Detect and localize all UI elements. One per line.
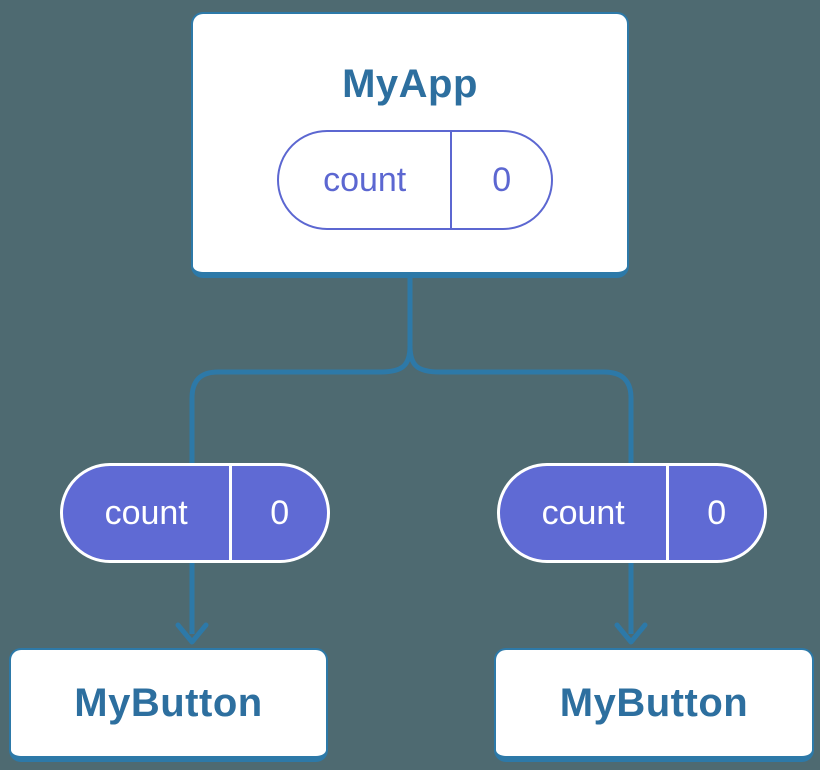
node-mybutton-left: MyButton <box>9 648 328 762</box>
prop-pill-right: count 0 <box>497 463 767 563</box>
arrowhead-left-icon <box>175 622 209 645</box>
prop-pill-right-key: count <box>500 466 670 560</box>
prop-pill-right-value: 0 <box>707 493 727 532</box>
node-mybutton-left-title: MyButton <box>74 680 263 725</box>
prop-pill-left-key: count <box>63 466 233 560</box>
prop-pill-left: count 0 <box>60 463 330 563</box>
node-mybutton-right: MyButton <box>494 648 814 762</box>
state-pill-myapp: count 0 <box>277 130 553 230</box>
connector-branch-left <box>189 345 413 634</box>
state-pill-key: count <box>279 132 453 228</box>
node-myapp-title: MyApp <box>342 62 478 106</box>
arrowhead-right-icon <box>614 622 648 645</box>
state-pill-value: 0 <box>492 160 512 199</box>
node-mybutton-right-title: MyButton <box>559 680 749 725</box>
connector-branch-right <box>407 345 634 634</box>
prop-pill-left-value: 0 <box>270 493 290 532</box>
